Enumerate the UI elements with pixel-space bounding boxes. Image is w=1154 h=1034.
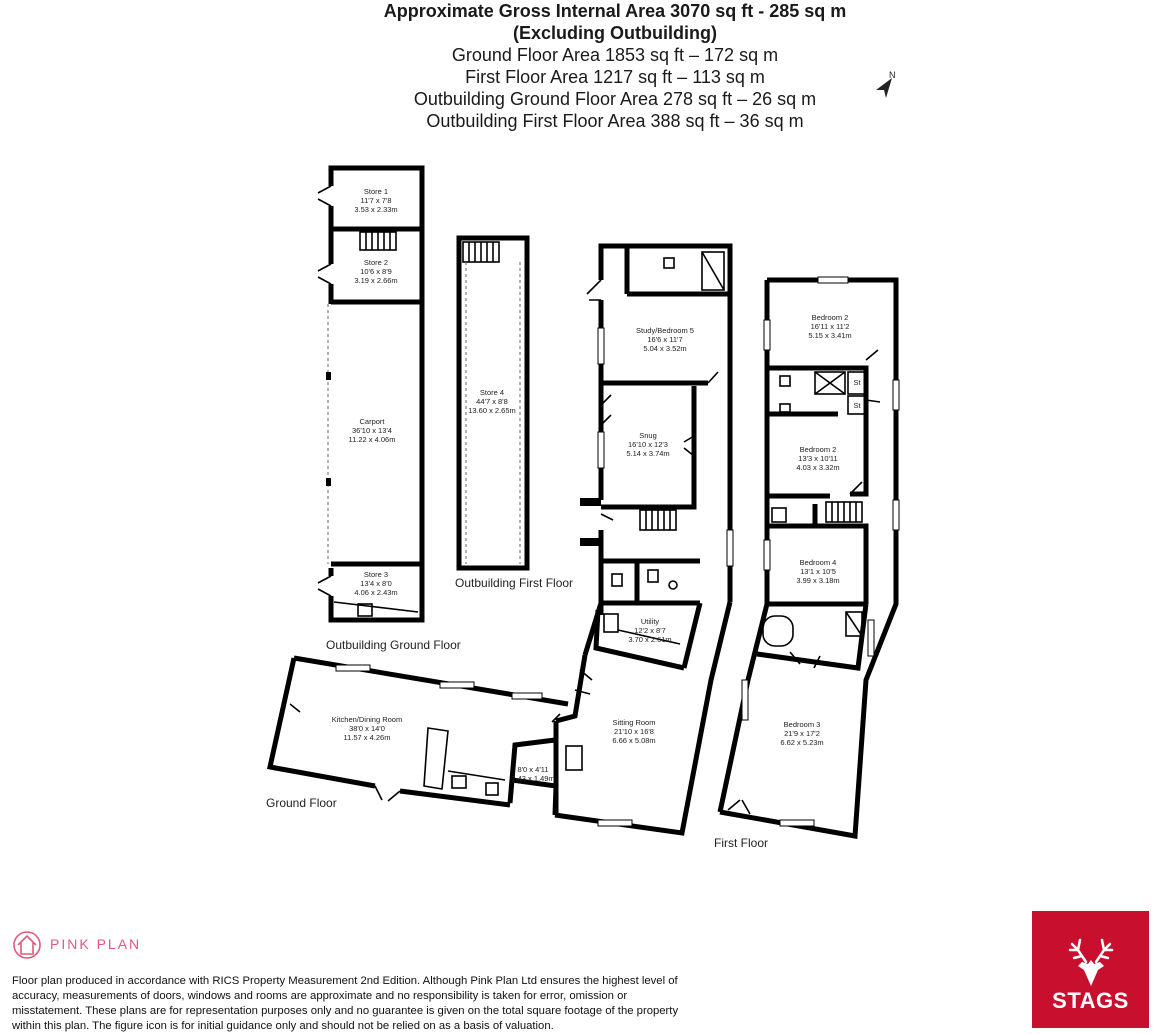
disclaimer: Floor plan produced in accordance with R… xyxy=(12,975,679,1032)
svg-text:Snug: Snug xyxy=(639,431,657,440)
svg-text:3.19 x 2.66m: 3.19 x 2.66m xyxy=(354,276,397,285)
svg-text:38'0 x 14'0: 38'0 x 14'0 xyxy=(349,724,385,733)
outbuilding-ground-area: Outbuilding Ground Floor Area 278 sq ft … xyxy=(413,89,817,109)
svg-text:Study/Bedroom 5: Study/Bedroom 5 xyxy=(636,326,694,335)
svg-text:Store 4: Store 4 xyxy=(480,388,504,397)
outbuilding-first-label: Outbuilding First Floor xyxy=(455,576,573,590)
svg-text:13'1 x 10'5: 13'1 x 10'5 xyxy=(800,567,836,576)
svg-text:44'7 x 8'8: 44'7 x 8'8 xyxy=(476,397,508,406)
svg-text:11'7 x 7'8: 11'7 x 7'8 xyxy=(360,196,391,205)
store-cupboard-label: St xyxy=(853,378,861,387)
area-summary: Approximate Gross Internal Area 3070 sq … xyxy=(0,0,1154,132)
outbuilding-ground-floor: Outbuilding Ground Floor xyxy=(317,165,461,652)
outbuilding-first-floor: Outbuilding First Floor xyxy=(455,235,573,590)
svg-text:10'6 x 8'9: 10'6 x 8'9 xyxy=(360,267,392,276)
svg-text:Store 2: Store 2 xyxy=(364,258,388,267)
first-floor-label: First Floor xyxy=(714,836,768,850)
svg-text:5.15 x 3.41m: 5.15 x 3.41m xyxy=(808,331,851,340)
svg-text:21'10 x 16'8: 21'10 x 16'8 xyxy=(614,727,654,736)
svg-text:11.57 x 4.26m: 11.57 x 4.26m xyxy=(344,733,391,742)
pink-plan-wordmark: PINK PLAN xyxy=(50,936,142,952)
svg-text:8'0 x 4'11: 8'0 x 4'11 xyxy=(517,765,548,774)
svg-text:Sitting Room: Sitting Room xyxy=(613,718,656,727)
svg-text:13'4 x 8'0: 13'4 x 8'0 xyxy=(360,579,392,588)
room-label-study: Study/Bedroom 5 16'6 x 11'7 5.04 x 3.52m xyxy=(636,326,694,353)
room-label-bedroom2-a: Bedroom 2 16'11 x 11'2 5.15 x 3.41m xyxy=(808,313,851,340)
house-logo-icon xyxy=(13,931,41,959)
compass-icon: N xyxy=(876,70,896,98)
gross-area-note: (Excluding Outbuilding) xyxy=(513,23,717,43)
svg-text:36'10 x 13'4: 36'10 x 13'4 xyxy=(352,426,392,435)
svg-text:6.66 x 5.08m: 6.66 x 5.08m xyxy=(612,736,655,745)
svg-text:16'10 x 12'3: 16'10 x 12'3 xyxy=(628,440,668,449)
window xyxy=(335,327,734,827)
outbuilding-first-area: Outbuilding First Floor Area 388 sq ft –… xyxy=(426,111,804,131)
room-label-bedroom4: Bedroom 4 13'1 x 10'5 3.99 x 3.18m xyxy=(796,558,839,585)
room-label-store1: Store 1 11'7 x 7'8 3.53 x 2.33m xyxy=(354,187,397,214)
room-label-snug: Snug 16'10 x 12'3 5.14 x 3.74m xyxy=(626,431,669,458)
first-floor-area: First Floor Area 1217 sq ft – 113 sq m xyxy=(465,67,765,87)
svg-text:Bedroom 2: Bedroom 2 xyxy=(812,313,849,322)
stags-logo: STAGS xyxy=(1032,911,1149,1028)
svg-text:6.62 x 5.23m: 6.62 x 5.23m xyxy=(780,738,823,747)
svg-text:Store 1: Store 1 xyxy=(364,187,388,196)
svg-text:Kitchen/Dining Room: Kitchen/Dining Room xyxy=(332,715,402,724)
room-label-sitting: Sitting Room 21'10 x 16'8 6.66 x 5.08m xyxy=(612,718,655,745)
compass-label: N xyxy=(889,70,896,80)
room-label-store4: Store 4 44'7 x 8'8 13.60 x 2.65m xyxy=(468,388,516,415)
svg-text:16'11 x 11'2: 16'11 x 11'2 xyxy=(811,322,850,331)
svg-text:11.22 x 4.06m: 11.22 x 4.06m xyxy=(349,435,396,444)
room-label-store3: Store 3 13'4 x 8'0 4.06 x 2.43m xyxy=(354,570,397,597)
svg-text:3.99 x 3.18m: 3.99 x 3.18m xyxy=(796,576,839,585)
store-cupboard-label: St xyxy=(853,401,861,410)
room-label-store2: Store 2 10'6 x 8'9 3.19 x 2.66m xyxy=(354,258,397,285)
svg-text:5.04 x 3.52m: 5.04 x 3.52m xyxy=(643,344,686,353)
stags-wordmark: STAGS xyxy=(1052,988,1129,1013)
ground-floor-area: Ground Floor Area 1853 sq ft – 172 sq m xyxy=(451,45,779,65)
pink-plan-logo: PINK PLAN xyxy=(12,928,141,960)
room-label-bedroom3: Bedroom 3 21'9 x 17'2 6.62 x 5.23m xyxy=(780,720,823,747)
room-label-utility: Utility 12'2 x 8'7 3.70 x 2.61m xyxy=(628,617,671,644)
room-label-bedroom2-b: Bedroom 2 13'3 x 10'11 4.03 x 3.32m xyxy=(796,445,839,472)
room-label-kitchen: Kitchen/Dining Room 38'0 x 14'0 11.57 x … xyxy=(332,715,402,742)
stag-head-icon xyxy=(1068,938,1113,986)
svg-text:Bedroom 2: Bedroom 2 xyxy=(800,445,837,454)
svg-text:12'2 x 8'7: 12'2 x 8'7 xyxy=(634,626,666,635)
svg-text:4.06 x 2.43m: 4.06 x 2.43m xyxy=(354,588,397,597)
ground-floor: Ground Floor xyxy=(266,243,734,836)
room-label-carport: Carport 36'10 x 13'4 11.22 x 4.06m xyxy=(349,417,396,444)
svg-text:5.14 x 3.74m: 5.14 x 3.74m xyxy=(626,449,669,458)
gross-area-title: Approximate Gross Internal Area 3070 sq … xyxy=(383,1,847,21)
svg-text:3.53 x 2.33m: 3.53 x 2.33m xyxy=(354,205,397,214)
svg-text:16'6 x 11'7: 16'6 x 11'7 xyxy=(647,335,682,344)
svg-text:3.70 x 2.61m: 3.70 x 2.61m xyxy=(628,635,671,644)
svg-text:4.03 x 3.32m: 4.03 x 3.32m xyxy=(796,463,839,472)
svg-text:13.60 x 2.65m: 13.60 x 2.65m xyxy=(468,406,516,415)
svg-text:Bedroom 4: Bedroom 4 xyxy=(800,558,837,567)
svg-text:2.43 x 1.49m: 2.43 x 1.49m xyxy=(511,774,554,783)
window xyxy=(741,276,900,827)
svg-text:Utility: Utility xyxy=(641,617,660,626)
svg-text:Store 3: Store 3 xyxy=(364,570,388,579)
svg-text:Bedroom 3: Bedroom 3 xyxy=(784,720,821,729)
outbuilding-ground-label: Outbuilding Ground Floor xyxy=(326,638,461,652)
room-label-pantry: 8'0 x 4'11 2.43 x 1.49m xyxy=(511,765,554,783)
svg-text:Carport: Carport xyxy=(359,417,385,426)
svg-text:13'3 x 10'11: 13'3 x 10'11 xyxy=(798,454,837,463)
svg-text:21'9 x 17'2: 21'9 x 17'2 xyxy=(784,729,820,738)
ground-floor-label: Ground Floor xyxy=(266,796,337,810)
first-floor: First Floor xyxy=(714,276,900,850)
